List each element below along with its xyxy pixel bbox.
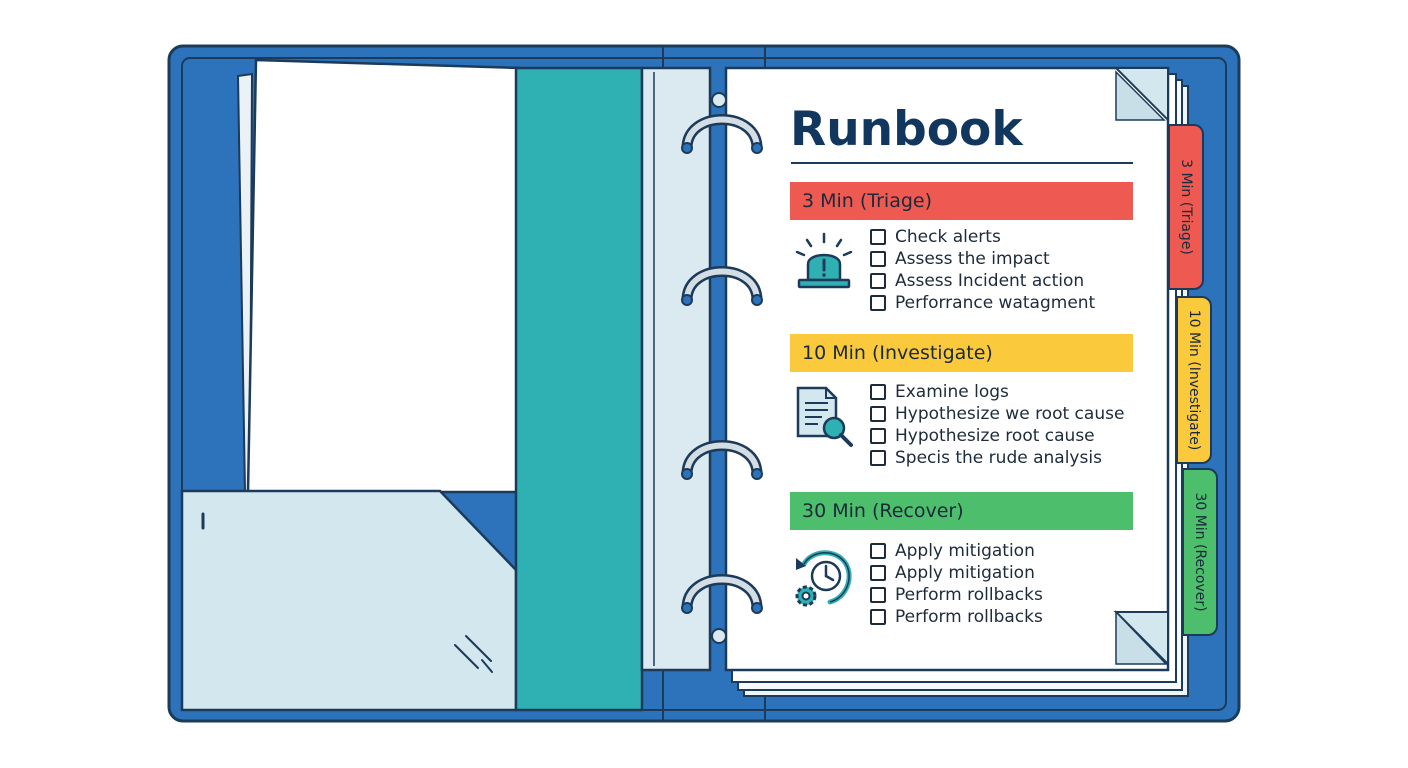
runbook-title: Runbook <box>790 102 1023 157</box>
checklist-item: Perform rollbacks <box>870 584 1043 606</box>
triage-checklist: Check alerts Assess the impact Assess In… <box>870 226 1095 314</box>
tab-label: 30 Min (Recover) <box>1192 492 1208 612</box>
section-header-label: 10 Min (Investigate) <box>802 342 993 364</box>
checkbox[interactable] <box>870 428 886 444</box>
folder-pocket <box>180 489 518 712</box>
checklist-item: Perform rollbacks <box>870 606 1043 628</box>
corner-protector-top <box>1113 67 1169 123</box>
section-header-triage: 3 Min (Triage) <box>790 182 1133 220</box>
tab-triage[interactable]: 3 Min (Triage) <box>1168 124 1204 290</box>
checklist-item: Hypothesize we root cause <box>870 403 1124 425</box>
binder-spine <box>514 66 644 712</box>
checklist-item: Apply mitigation <box>870 540 1043 562</box>
checklist-item: Perforrance watagment <box>870 292 1095 314</box>
tab-investigate[interactable]: 10 Min (Investigate) <box>1176 296 1212 464</box>
checkbox[interactable] <box>870 450 886 466</box>
checkbox[interactable] <box>870 406 886 422</box>
recover-checklist: Apply mitigation Apply mitigation Perfor… <box>870 540 1043 628</box>
checkbox[interactable] <box>870 384 886 400</box>
tab-label: 10 Min (Investigate) <box>1186 309 1202 451</box>
ring-2 <box>681 266 763 306</box>
checklist-item: Specis the rude analysis <box>870 447 1124 469</box>
tab-label: 3 Min (Triage) <box>1178 159 1194 255</box>
binder-cover-inner-edge <box>181 57 1227 711</box>
checkbox[interactable] <box>870 587 886 603</box>
ring-3 <box>681 440 763 480</box>
checklist-item: Examine logs <box>870 381 1124 403</box>
section-header-investigate: 10 Min (Investigate) <box>790 334 1133 372</box>
checkbox[interactable] <box>870 229 886 245</box>
ring-1 <box>681 114 763 154</box>
checklist-item: Assess the impact <box>870 248 1095 270</box>
document-search-icon <box>796 386 853 447</box>
checkbox[interactable] <box>870 295 886 311</box>
checklist-item: Apply mitigation <box>870 562 1043 584</box>
tab-recover[interactable]: 30 Min (Recover) <box>1182 468 1218 636</box>
checkbox[interactable] <box>870 565 886 581</box>
checkbox[interactable] <box>870 543 886 559</box>
ring-4 <box>681 574 763 614</box>
checklist-item: Check alerts <box>870 226 1095 248</box>
checkbox[interactable] <box>870 273 886 289</box>
investigate-checklist: Examine logs Hypothesize we root cause H… <box>870 381 1124 469</box>
alarm-light-icon <box>795 232 853 289</box>
loose-page <box>246 58 522 494</box>
section-header-recover: 30 Min (Recover) <box>790 492 1133 530</box>
section-header-label: 30 Min (Recover) <box>802 500 964 522</box>
binder-rings <box>681 114 763 614</box>
clock-gear-recover-icon <box>795 550 852 607</box>
checkbox[interactable] <box>870 251 886 267</box>
section-header-label: 3 Min (Triage) <box>802 190 933 212</box>
checkbox[interactable] <box>870 609 886 625</box>
checklist-item: Assess Incident action <box>870 270 1095 292</box>
checklist-item: Hypothesize root cause <box>870 425 1124 447</box>
